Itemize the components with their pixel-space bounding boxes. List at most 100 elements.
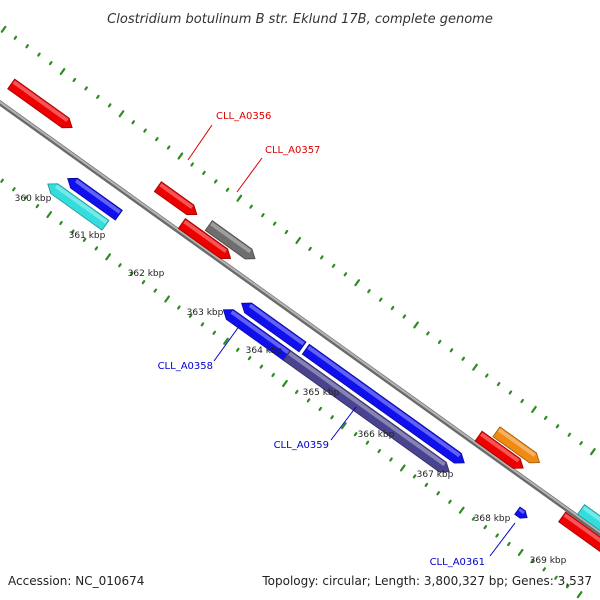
tick-dot (259, 364, 264, 369)
orange-arrow (492, 426, 541, 464)
red-arrow-4 (474, 430, 524, 469)
tick-dot (131, 120, 136, 125)
tick-dot (458, 506, 465, 514)
tick-dot (143, 128, 147, 133)
tick-dot (96, 94, 100, 99)
tick-dot (166, 145, 171, 150)
cyan-arrow-body (47, 183, 110, 231)
tick-dot (331, 263, 336, 268)
tick-dot (461, 356, 466, 361)
tick-dot (295, 236, 302, 245)
tick-dot (590, 448, 596, 456)
gray-arrow (204, 220, 256, 260)
tick-dot (164, 295, 170, 303)
slate-arrow (282, 349, 450, 473)
tick-dot (247, 356, 252, 361)
genome-summary-text: Topology: circular; Length: 3,800,327 bp… (261, 574, 592, 588)
tick-dot (424, 482, 429, 487)
backbone-line-light (0, 100, 600, 534)
cyan-arrow (47, 183, 110, 231)
tick-dot (188, 313, 193, 318)
tick-dot (555, 424, 560, 429)
tick-dot (284, 229, 289, 235)
tick-dot (0, 25, 7, 33)
tick-dot (118, 263, 122, 268)
gene-label: CLL_A0361 (430, 557, 485, 568)
tick-dot (412, 474, 417, 479)
tick-dot (543, 415, 548, 420)
tick-dot (365, 440, 370, 445)
tick-label: 360 kbp (15, 194, 52, 204)
tick-dot (129, 271, 134, 276)
accession-text: Accession: NC_010674 (8, 574, 144, 588)
tick-dot (354, 279, 361, 287)
tick-dot (35, 204, 40, 209)
gray-arrow-highlight (210, 222, 252, 254)
red-arrow-5-highlight (563, 513, 600, 547)
cyan-arrow-edge (576, 504, 600, 534)
tick-dot (320, 255, 324, 260)
red-arrow-4-highlight (480, 432, 520, 463)
tick-dot (72, 77, 77, 83)
tick-dot (107, 103, 112, 108)
tick-dot (485, 373, 489, 378)
tick-dot (37, 52, 41, 57)
blue-arrow-3-highlight (230, 310, 291, 355)
tick-dot (200, 322, 205, 327)
gene-features (7, 78, 600, 553)
blue-small-arrow-highlight (518, 508, 525, 515)
blue-arrow-2 (241, 302, 307, 353)
tick-dots-outer (0, 25, 596, 456)
blue-arrow-1-highlight (74, 179, 121, 214)
gene-labels: CLL_A0356CLL_A0357CLL_A0358CLL_A0359CLL_… (158, 111, 516, 568)
red-arrow-5 (558, 511, 600, 553)
gene-label-leader (236, 157, 263, 193)
tick-dot (190, 162, 194, 167)
tick-dot (46, 211, 53, 219)
tick-dot (13, 35, 18, 40)
tick-dot (448, 499, 452, 504)
tick-dot (23, 195, 28, 200)
tick-label: 367 kbp (417, 470, 454, 480)
genome-backbone (0, 99, 600, 537)
map-title: Clostridium botulinum B str. Eklund 17B,… (107, 12, 493, 27)
tick-dot (566, 584, 570, 589)
tick-dot (330, 415, 334, 420)
tick-dot (236, 194, 243, 202)
orange-arrow-highlight (497, 428, 536, 457)
backbone-line-dark (0, 99, 600, 537)
tick-label: 363 kbp (187, 308, 224, 318)
tick-dot (378, 297, 383, 302)
tick-dot (59, 67, 66, 76)
tick-label: 361 kbp (69, 231, 106, 241)
tick-dot (554, 575, 558, 580)
tick-dot (389, 457, 393, 462)
gene-label-leader (187, 124, 213, 161)
tick-dot (0, 178, 4, 183)
gene-label: CLL_A0356 (216, 111, 271, 122)
tick-dot (437, 339, 442, 344)
tick-label: 366 kbp (358, 430, 395, 440)
gene-label-leader (489, 522, 516, 557)
tick-dot (25, 44, 29, 49)
tick-dot (71, 229, 75, 234)
tick-dot (495, 533, 499, 538)
tick-dot (155, 137, 159, 142)
tick-dot (343, 272, 348, 277)
tick-dot (413, 321, 419, 329)
blue-arrow-1-body (67, 177, 123, 221)
tick-dot (579, 441, 583, 446)
tick-label: 362 kbp (128, 269, 165, 279)
red-arrow-3-highlight (183, 220, 228, 253)
tick-label: 369 kbp (530, 556, 567, 566)
tick-dot (530, 558, 535, 563)
tick-dot (236, 347, 240, 352)
tick-dot (59, 220, 63, 226)
tick-dot (507, 541, 511, 547)
tick-dot (517, 548, 524, 556)
tick-dot (177, 152, 184, 160)
cyan-arrow-edge-highlight (582, 506, 600, 528)
tick-dot (508, 390, 513, 395)
tick-dots-inner (0, 178, 583, 599)
red-arrow-1 (7, 78, 73, 129)
